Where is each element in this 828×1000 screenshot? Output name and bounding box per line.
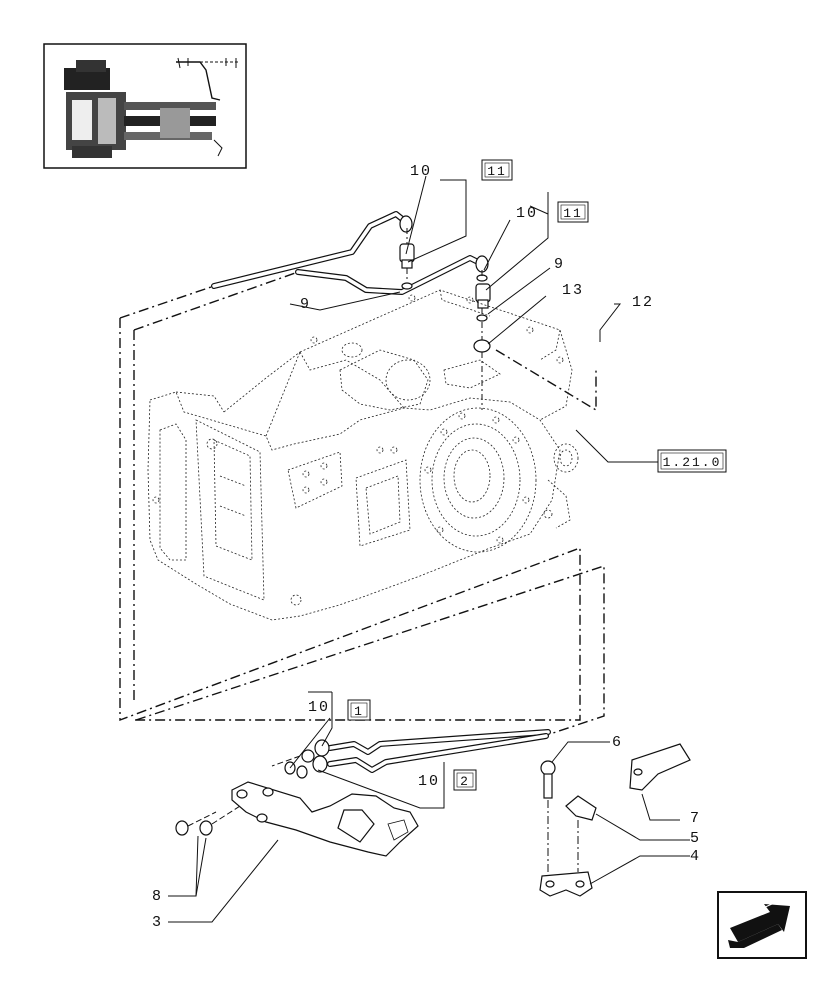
ref-label-11-top: 11 — [487, 164, 507, 179]
ref-box-11-top[interactable]: 11 — [481, 159, 513, 181]
callout-5: 5 — [690, 830, 701, 847]
screws — [175, 805, 241, 836]
callout-6: 6 — [612, 734, 623, 751]
callout-9-left: 9 — [300, 296, 311, 313]
previous-page-arrow-icon[interactable] — [717, 891, 807, 959]
ref-label-2: 2 — [460, 774, 470, 789]
reference-boxes: 11 11 1.21.0 1 2 — [347, 159, 727, 791]
upper-oil-pipes — [211, 211, 489, 295]
ref-label-1: 1 — [354, 704, 364, 719]
ref-box-2[interactable]: 2 — [453, 769, 477, 791]
callout-10-lower-left: 10 — [308, 699, 330, 716]
ref-label-1-21-0: 1.21.0 — [663, 455, 722, 470]
ref-label-11-right: 11 — [563, 206, 583, 221]
callout-10-top: 10 — [410, 163, 432, 180]
ref-box-1-21-0[interactable]: 1.21.0 — [657, 449, 727, 473]
callout-10-right: 10 — [516, 205, 538, 222]
callout-9-right: 9 — [554, 256, 565, 273]
callout-10-lower-right: 10 — [418, 773, 440, 790]
upper-fittings — [399, 228, 491, 410]
callout-13: 13 — [562, 282, 584, 299]
callout-labels: 10 10 9 9 13 12 10 10 6 7 5 4 8 3 — [152, 163, 701, 931]
callout-4: 4 — [690, 848, 701, 865]
transmission-housing — [147, 289, 579, 621]
callout-12: 12 — [632, 294, 654, 311]
callout-8: 8 — [152, 888, 163, 905]
clamp-parts — [539, 743, 691, 897]
mounting-bracket — [231, 781, 419, 857]
assembly-envelope-lines — [119, 271, 605, 735]
callout-3: 3 — [152, 914, 163, 931]
lower-oil-pipe-assembly — [271, 729, 551, 779]
ref-box-11-right[interactable]: 11 — [557, 201, 589, 223]
ref-box-1[interactable]: 1 — [347, 699, 371, 721]
callout-7: 7 — [690, 810, 701, 827]
overview-thumbnail[interactable] — [43, 43, 247, 169]
leader-lines — [168, 175, 690, 923]
